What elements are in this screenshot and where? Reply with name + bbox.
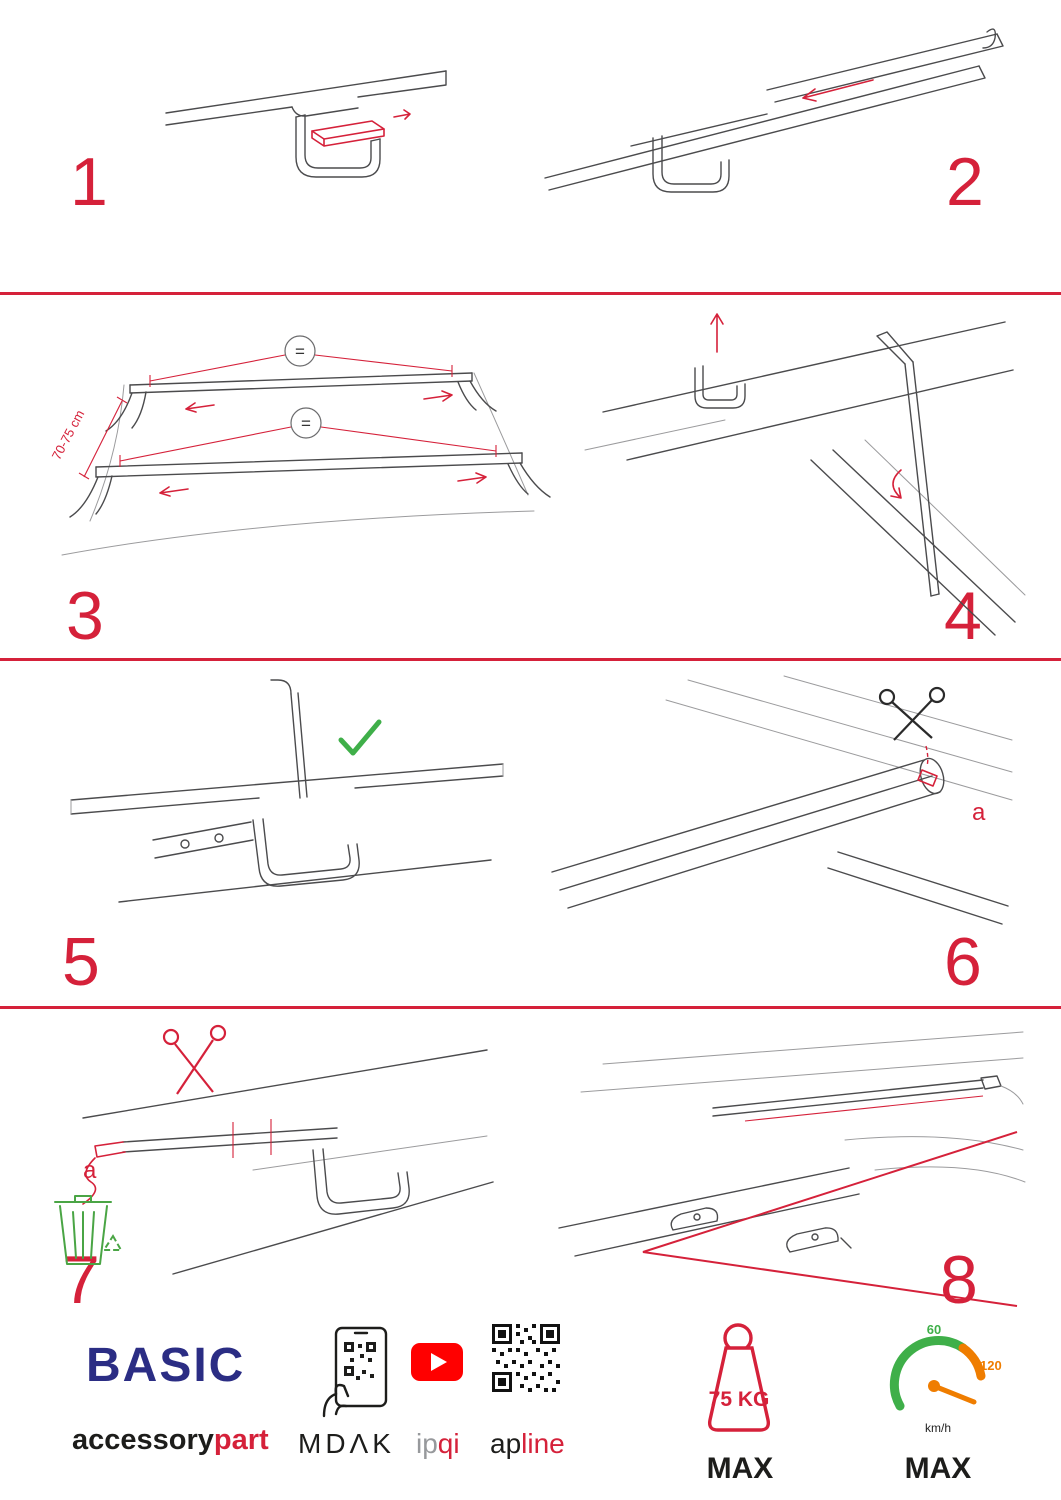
step-3-illustration: = = 70-75 cm — [49, 335, 551, 556]
apline-red: line — [521, 1428, 565, 1459]
speedometer-icon: 60 120 km/h — [889, 1322, 1002, 1435]
gauge-needle — [931, 1383, 977, 1405]
adjust-arrow-icon — [423, 390, 453, 402]
push-arrow-icon — [393, 109, 411, 120]
step-2-number: 2 — [946, 144, 984, 220]
scissors-icon — [878, 686, 946, 741]
brand-word-part: part — [213, 1424, 269, 1456]
weight-max-label: MAX — [706, 1452, 774, 1485]
step-7-number: 7 — [62, 1242, 100, 1318]
slide-arrow-icon — [802, 79, 874, 102]
equal-spacing-label: = — [301, 414, 311, 433]
scissors-icon — [162, 1024, 227, 1095]
speed-unit-label: km/h — [925, 1421, 951, 1435]
brand-word-accessory: accessory — [72, 1424, 214, 1456]
step-8-illustration — [558, 1031, 1026, 1307]
step-1-illustration — [165, 70, 447, 178]
checkmark-icon — [338, 719, 382, 756]
step-1-number: 1 — [70, 144, 108, 220]
brand-logo: BASIC — [86, 1339, 246, 1392]
weight-limit-icon: 75 KG — [707, 1323, 771, 1432]
ipqi-gray: ip — [416, 1428, 438, 1459]
step-5-number: 5 — [62, 924, 100, 1000]
crossbar-distance-label: 70-75 cm — [49, 407, 88, 462]
section-divider — [0, 658, 1061, 661]
section-divider — [0, 1006, 1061, 1009]
step-6-number: 6 — [944, 924, 982, 1000]
step-2-illustration — [544, 28, 1004, 193]
equal-spacing-label: = — [295, 342, 305, 361]
adjust-arrow-icon — [457, 472, 487, 484]
partner-apline: apline — [490, 1428, 565, 1460]
partner-ipqi: ipqi — [416, 1428, 460, 1460]
qr-code-icon — [492, 1324, 560, 1392]
callout-lines — [642, 1131, 1018, 1307]
adjust-arrow-icon — [185, 402, 215, 413]
recycle-icon — [102, 1234, 123, 1251]
step-8-number: 8 — [940, 1242, 978, 1318]
brand-subtitle: accessorypart — [72, 1424, 269, 1457]
partner-mdak: MDΛK — [298, 1428, 395, 1459]
adjust-arrow-icon — [159, 486, 189, 497]
rotate-arrow-icon — [890, 469, 902, 499]
phone-scan-icon — [322, 1326, 388, 1418]
youtube-icon — [411, 1343, 463, 1381]
weight-limit-value: 75 KG — [709, 1388, 770, 1411]
step-5-illustration — [70, 679, 504, 903]
step-3-number: 3 — [66, 578, 104, 654]
part-a-label: a — [83, 1157, 97, 1184]
speed-max-label: MAX — [904, 1452, 972, 1485]
section-divider — [0, 292, 1061, 295]
part-a-label: a — [972, 799, 986, 826]
trash-bin-icon — [54, 1195, 112, 1265]
lift-arrow-icon — [710, 313, 724, 353]
ipqi-red: qi — [437, 1428, 460, 1459]
step-4-illustration — [584, 313, 1026, 636]
speed-low-label: 60 — [927, 1322, 941, 1337]
apline-black: ap — [490, 1428, 522, 1459]
step-7-illustration: a — [54, 1024, 494, 1275]
speed-high-label: 120 — [980, 1358, 1002, 1373]
step-6-illustration: a — [551, 675, 1013, 925]
